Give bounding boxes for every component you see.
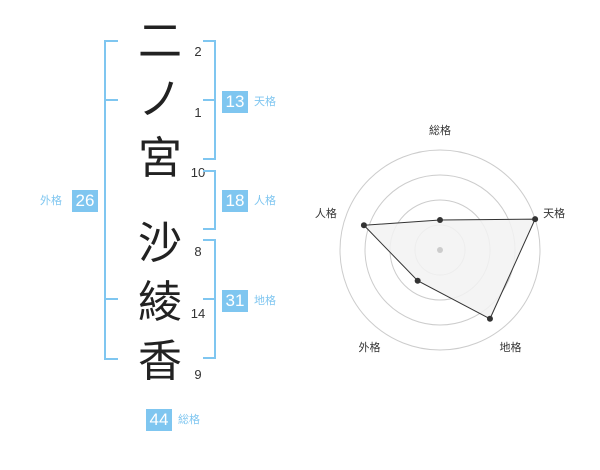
name-char-6: 香 [138, 336, 182, 387]
gaikaku-value: 26 [72, 190, 98, 212]
stroke-count-6: 9 [194, 367, 202, 382]
gaikaku-bracket-tick-bottom [106, 298, 118, 300]
chikaku-bracket-tick [203, 298, 215, 300]
stroke-count-1: 2 [194, 44, 202, 59]
tenkaku-label: 天格 [254, 95, 276, 108]
stroke-count-3: 10 [190, 165, 206, 180]
radar-axis-label-4: 外格 [358, 340, 380, 354]
name-char-3: 宮 [138, 133, 182, 184]
chikaku-value: 31 [222, 290, 248, 312]
radar-point-1 [437, 217, 443, 223]
stroke-count-5: 14 [190, 306, 206, 321]
soukaku-value: 44 [146, 409, 172, 431]
soukaku-label: 総格 [178, 413, 200, 426]
gaikaku-bracket [104, 40, 118, 360]
stroke-count-2: 1 [194, 105, 202, 120]
radar-axis-label-2: 天格 [543, 206, 565, 220]
radar-point-5 [360, 222, 367, 229]
tenkaku-bracket [203, 40, 216, 160]
stroke-count-4: 8 [194, 244, 202, 259]
radar-point-2 [532, 216, 539, 223]
name-char-5: 綾 [138, 277, 182, 328]
radar-ring-4 [339, 149, 541, 351]
radar-center-dot [437, 247, 443, 253]
radar-point-3 [486, 315, 493, 322]
radar-axis-label-5: 人格 [315, 206, 337, 220]
tenkaku-value: 13 [222, 91, 248, 113]
radar-axis-label-1: 総格 [429, 123, 451, 137]
gaikaku-bracket-tick-top [106, 99, 118, 101]
name-char-2: ノ [138, 74, 182, 125]
radar-polygon [362, 218, 536, 320]
jinkaku-value: 18 [222, 190, 248, 212]
radar-point-4 [414, 277, 421, 284]
chikaku-label: 地格 [254, 294, 276, 307]
name-char-1: 二 [138, 16, 182, 67]
radar-axis-label-3: 地格 [500, 340, 522, 354]
gaikaku-label: 外格 [40, 194, 62, 207]
chikaku-bracket [203, 239, 216, 359]
tenkaku-bracket-tick [203, 99, 215, 101]
name-char-4: 沙 [138, 218, 182, 269]
jinkaku-bracket [203, 170, 216, 230]
jinkaku-label: 人格 [254, 194, 276, 207]
